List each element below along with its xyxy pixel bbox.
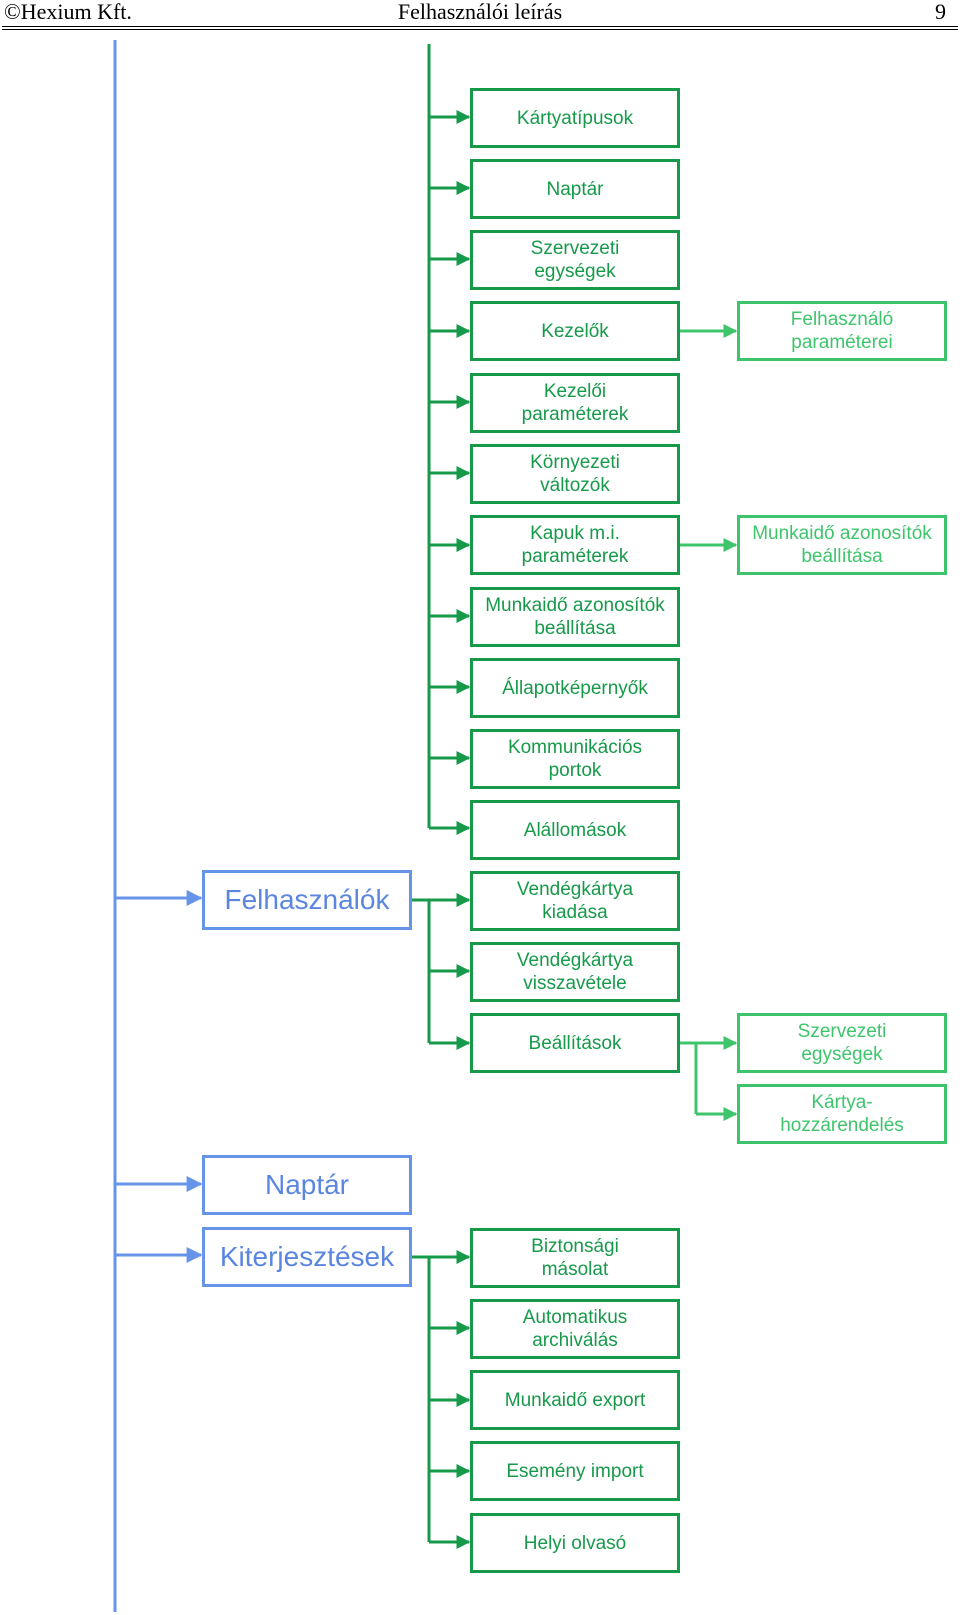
node-label: Esemény import [506,1460,644,1482]
node-settings-item: Alállomások [470,800,680,860]
node-users-item: Beállítások [470,1013,680,1073]
page-header: ©Hexium Kft. Felhasználói leírás 9 [0,0,960,30]
node-kiterjesztesek-label: Kiterjesztések [219,1241,395,1272]
node-label: Helyi olvasó [523,1532,627,1554]
node-label: Beállítások [528,1032,622,1054]
node-extensions-item: Munkaidő export [470,1370,680,1430]
node-felhasznalok: Felhasználók [202,870,412,930]
node-extensions-item: Biztonsági másolat [470,1228,680,1288]
node-users-item: Vendégkártya visszavétele [470,942,680,1002]
node-settings-item: Kapuk m.i. paraméterek [470,515,680,575]
node-label: Állapotképernyők [502,677,648,699]
node-settings-item: Kártyatípusok [470,88,680,148]
node-kartya-hozzarendeles: Kártya- hozzárendelés [737,1084,947,1144]
node-label: Felhasználó paraméterei [790,309,894,353]
node-label: Kommunikációs portok [507,737,643,781]
node-kiterjesztesek: Kiterjesztések [202,1227,412,1287]
node-label: Automatikus archiválás [522,1307,628,1351]
node-label: Szervezeti egységek [797,1021,887,1065]
node-naptar-label: Naptár [264,1169,350,1200]
node-users-item: Vendégkártya kiadása [470,871,680,931]
node-label: Naptár [546,178,604,200]
node-label: Kezelői paraméterek [521,381,629,425]
header-title: Felhasználói leírás [397,0,563,24]
node-extensions-item: Esemény import [470,1441,680,1501]
node-label: Alállomások [523,819,627,841]
node-label: Vendégkártya kiadása [516,879,634,923]
node-extensions-item: Automatikus archiválás [470,1299,680,1359]
node-extensions-item: Helyi olvasó [470,1513,680,1573]
node-label: Vendégkártya visszavétele [516,950,634,994]
node-szervezeti-egysegek-sub: Szervezeti egységek [737,1013,947,1073]
node-settings-item: Naptár [470,159,680,219]
node-label: Munkaidő azonosítók beállítása [752,523,932,567]
node-label: Kártyatípusok [516,107,634,129]
node-label: Kapuk m.i. paraméterek [521,523,629,567]
node-settings-item: Állapotképernyők [470,658,680,718]
header-rule-bottom [2,29,958,30]
node-settings-item: Kommunikációs portok [470,729,680,789]
node-naptar: Naptár [202,1155,412,1215]
header-rule-top [2,26,958,27]
node-settings-item: Szervezeti egységek [470,230,680,290]
node-label: Szervezeti egységek [530,238,620,282]
node-felhasznalo-parameterei: Felhasználó paraméterei [737,301,947,361]
node-settings-item: Kezelői paraméterek [470,373,680,433]
node-label: Munkaidő export [504,1389,646,1411]
node-label: Kártya- hozzárendelés [780,1092,904,1136]
node-label: Kezelők [541,320,609,342]
node-label: Környezeti változók [530,452,620,496]
header-page-number: 9 [935,0,946,24]
node-label: Biztonsági másolat [531,1236,619,1280]
node-settings-item: Kezelők [470,301,680,361]
node-munkaido-azonositok-sub: Munkaidő azonosítók beállítása [737,515,947,575]
node-label: Munkaidő azonosítók beállítása [485,595,665,639]
node-settings-item: Munkaidő azonosítók beállítása [470,587,680,647]
node-felhasznalok-label: Felhasználók [224,884,390,915]
header-company: ©Hexium Kft. [4,0,132,24]
node-settings-item: Környezeti változók [470,444,680,504]
